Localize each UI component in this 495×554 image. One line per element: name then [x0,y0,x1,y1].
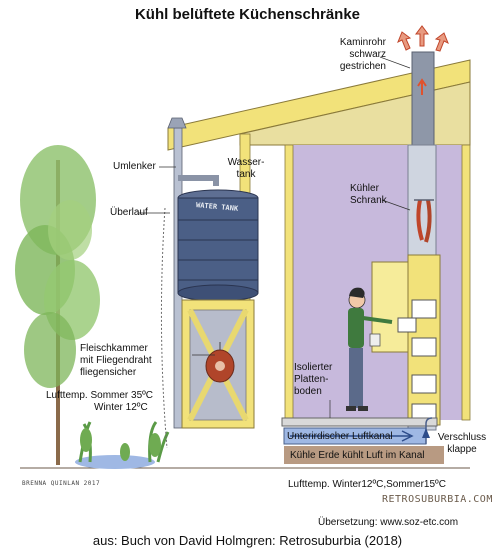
cool-cabinet [371,199,441,426]
label-wassertank-line2: tank [236,169,256,180]
pond-plants [75,421,170,469]
label-kuehler-schrank: Kühler Schrank [350,183,387,207]
label-fleischkammer-line3: fliegensicher [80,367,137,378]
label-lufttemp-unten: Lufttemp. Winter12ºC,Sommer15ºC [288,479,446,490]
label-wassertank: Wasser- tank [218,157,274,181]
label-lufttemp-oben-line1: Lufttemp. Sommer 35ºC [46,390,154,401]
label-verschlussklappe: Verschluss klappe [432,432,492,456]
label-verschlussklappe-line2: klappe [447,444,477,455]
earth [284,446,444,464]
label-umlenker: Umlenker [113,161,156,172]
artist-signature: BRENNA QUINLAN 2017 [22,480,101,487]
tree [15,145,100,465]
water-tank [177,189,259,302]
label-fleischkammer-line2: mit Fliegendraht [80,355,152,366]
label-lufttemp-oben: Lufttemp. Sommer 35ºC Winter 12ºC [46,390,153,414]
person [346,287,393,411]
label-ueberlauf: Überlauf [110,207,148,218]
diagram-title: Kühl belüftete Küchenschränke [134,6,361,23]
label-wassertank-line1: Wasser- [227,157,265,168]
translation-credit: Übersetzung: www.soz-etc.com [318,517,459,528]
insulated-floor [281,417,438,427]
label-kanal: Unterirdischer Luftkanal [287,431,393,442]
label-kaminrohr-line2: schwarz [349,49,386,60]
label-fleischkammer: Fleischkammer mit Fliegendraht fliegensi… [80,343,152,379]
label-isolierter-boden-line3: boden [294,386,322,397]
label-kaminrohr-line1: Kaminrohr [339,37,386,48]
caption: aus: Buch von David Holmgren: Retrosubur… [92,533,403,548]
label-kaminrohr: Kaminrohr schwarz gestrichen [326,37,386,73]
label-isolierter-boden: Isolierter Platten- boden [294,362,332,398]
label-isolierter-boden-line1: Isolierter [294,362,333,373]
label-fleischkammer-line1: Fleischkammer [80,343,148,354]
air-duct [283,417,433,445]
label-kaminrohr-line3: gestrichen [339,61,386,72]
label-lufttemp-oben-line2: Winter 12ºC [94,402,148,413]
meat-safe [181,299,255,429]
watermark: RETROSUBURBIA.COM [382,494,493,505]
label-isolierter-boden-line2: Platten- [294,374,329,385]
label-kuehler-schrank-line1: Kühler [350,183,379,194]
label-erde: Kühle Erde kühlt Luft im Kanal [290,450,425,461]
leader-lines [138,56,411,418]
label-kuehler-schrank-line2: Schrank [350,195,387,206]
outflow-arrows [397,25,449,52]
label-verschlussklappe-line1: Verschluss [437,432,487,443]
